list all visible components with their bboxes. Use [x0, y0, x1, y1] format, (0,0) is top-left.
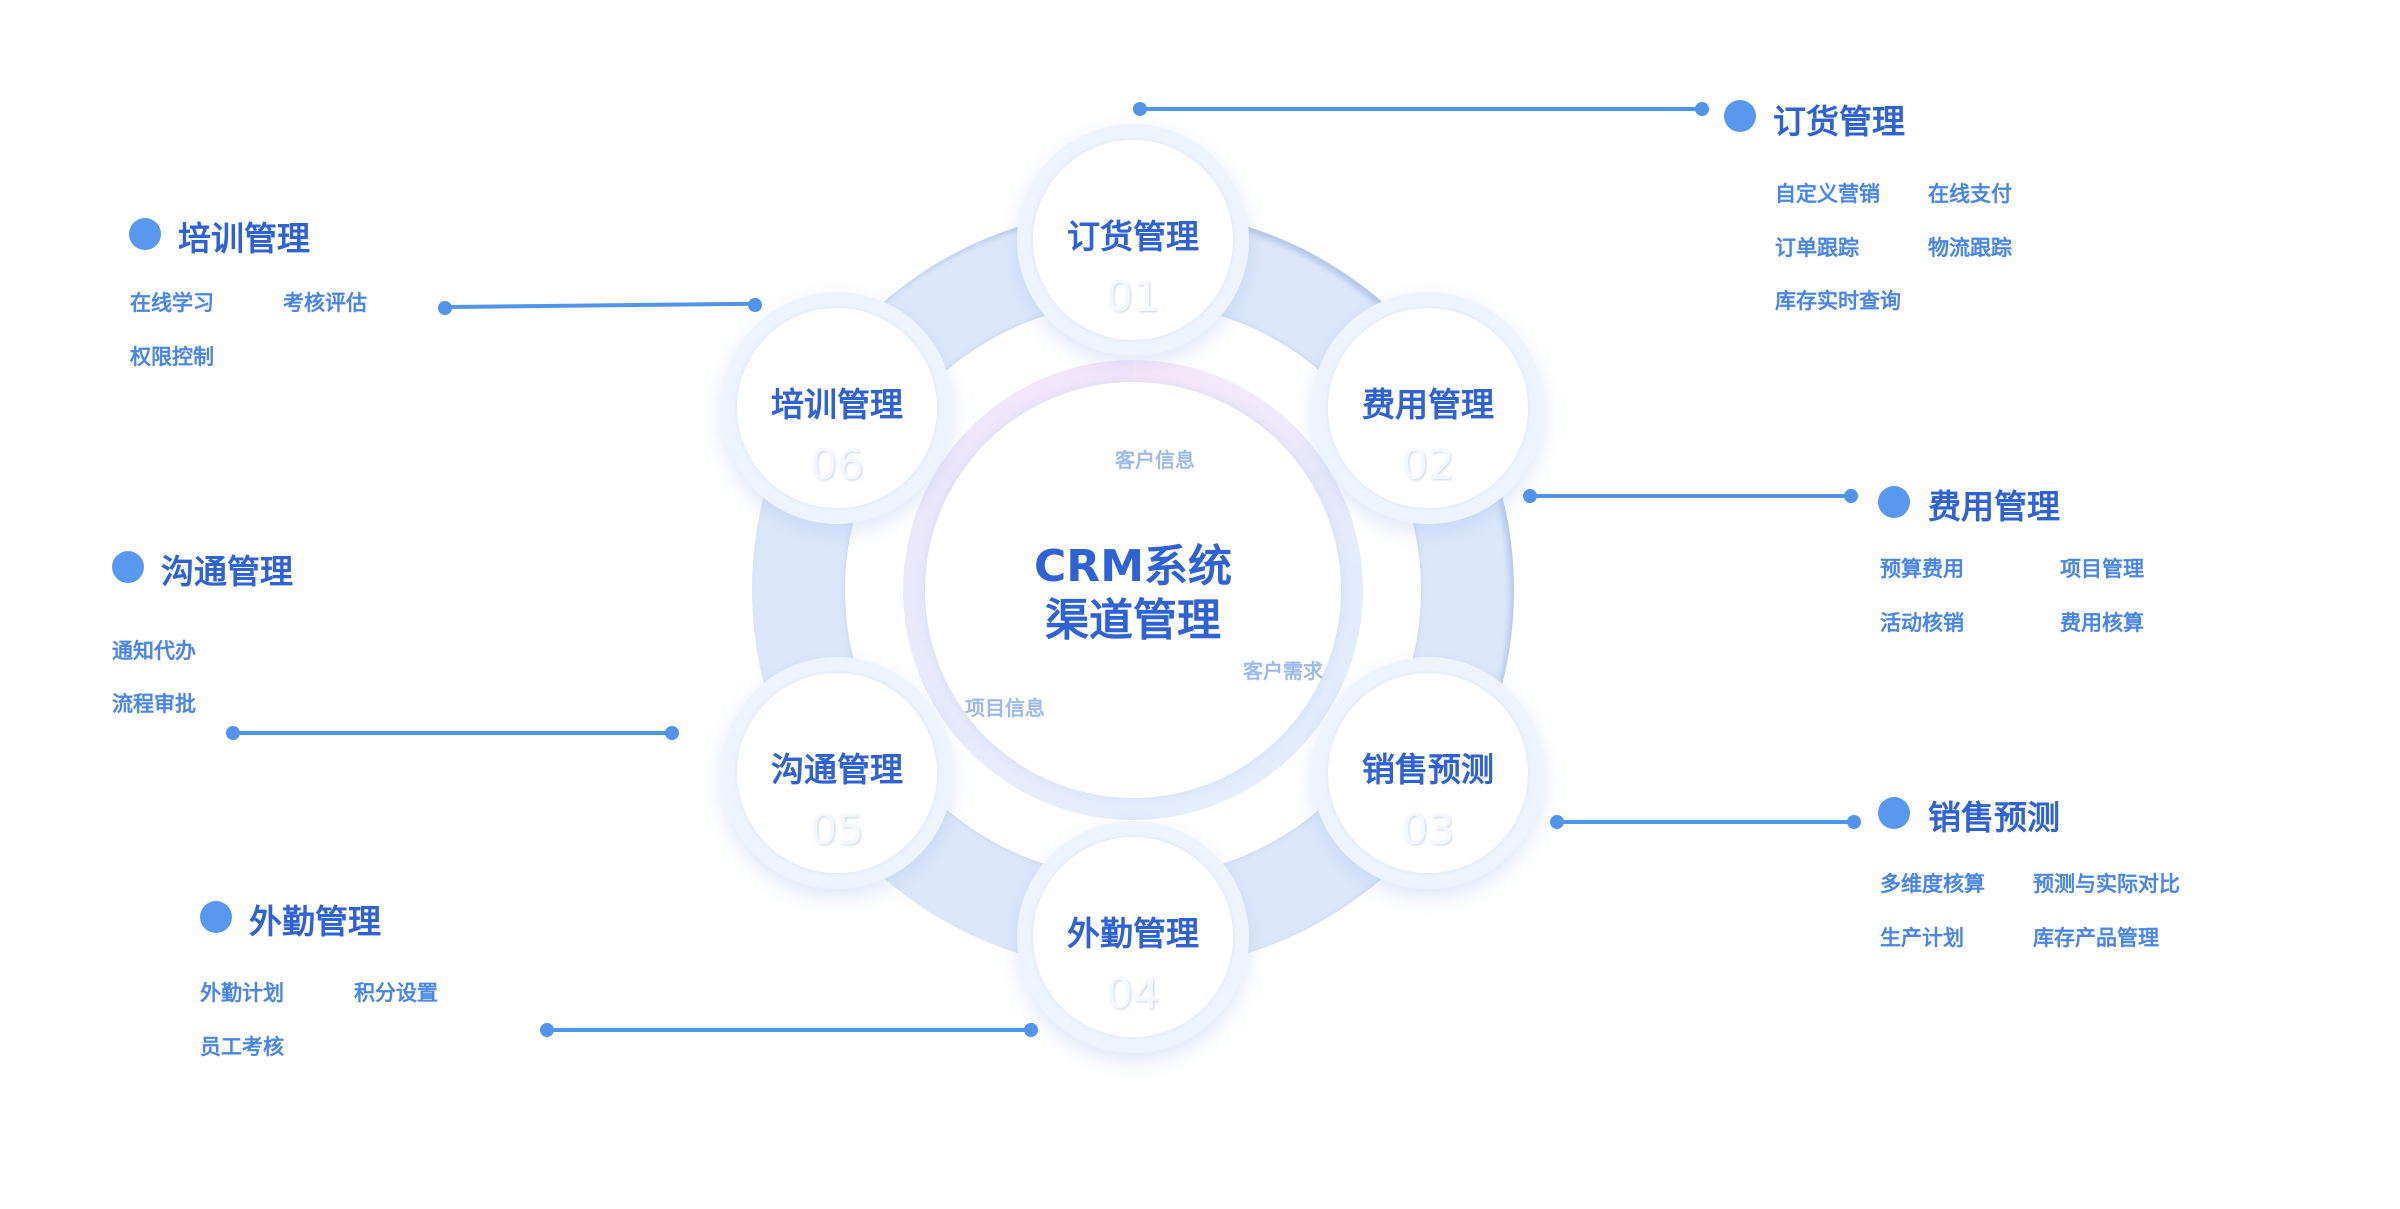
expense-item[interactable]: 费用核算 [2060, 611, 2144, 635]
node-number: 06 [810, 440, 864, 489]
ordering-item[interactable]: 物流跟踪 [1928, 236, 2012, 260]
node-face: 沟通管理 05 [737, 673, 937, 873]
ordering-item[interactable]: 库存实时查询 [1775, 289, 1901, 313]
training-title: 培训管理 [178, 219, 310, 258]
forecast-title: 销售预测 [1928, 798, 2060, 837]
node-field[interactable]: 外勤管理 04 [1017, 821, 1249, 1053]
node-number: 05 [810, 805, 864, 854]
node-number: 04 [1106, 969, 1160, 1018]
ordering-item[interactable]: 订单跟踪 [1775, 236, 1859, 260]
node-ordering[interactable]: 订货管理 01 [1017, 124, 1249, 356]
bullet-icon [200, 901, 232, 933]
connector-communication [233, 731, 672, 735]
tag-project-info: 项目信息 [965, 696, 1045, 720]
bullet-icon [1724, 100, 1756, 132]
connector-forecast [1557, 820, 1854, 824]
communication-item[interactable]: 通知代办 [112, 639, 196, 663]
center-title-line2: 渠道管理 [1045, 595, 1221, 646]
center-circle [925, 382, 1341, 798]
connector-endpoint [1133, 102, 1147, 116]
node-label: 订货管理 [1067, 217, 1199, 256]
node-face: 费用管理 02 [1328, 308, 1528, 508]
forecast-item[interactable]: 库存产品管理 [2033, 926, 2159, 950]
node-number: 02 [1401, 440, 1455, 489]
node-face: 外勤管理 04 [1033, 837, 1233, 1037]
connector-endpoint [1550, 815, 1564, 829]
node-label: 费用管理 [1362, 385, 1494, 424]
connector-endpoint [1024, 1023, 1038, 1037]
bullet-icon [112, 551, 144, 583]
connector-endpoint [748, 298, 762, 312]
field-item[interactable]: 外勤计划 [200, 981, 284, 1005]
expense-item[interactable]: 项目管理 [2060, 557, 2144, 581]
node-face: 培训管理 06 [737, 308, 937, 508]
node-label: 沟通管理 [771, 750, 903, 789]
communication-item[interactable]: 流程审批 [112, 692, 196, 716]
field-item[interactable]: 积分设置 [354, 981, 438, 1005]
node-label: 外勤管理 [1067, 914, 1199, 953]
forecast-item[interactable]: 预测与实际对比 [2033, 872, 2180, 896]
node-label: 培训管理 [771, 385, 903, 424]
node-number: 01 [1106, 272, 1160, 321]
field-item[interactable]: 员工考核 [200, 1035, 284, 1059]
bullet-icon [1878, 486, 1910, 518]
node-face: 订货管理 01 [1033, 140, 1233, 340]
center-title-line1: CRM系统 [1034, 541, 1232, 592]
training-item[interactable]: 权限控制 [130, 345, 214, 369]
connector-endpoint [1844, 489, 1858, 503]
connector-endpoint [226, 726, 240, 740]
communication-title: 沟通管理 [161, 552, 293, 591]
connector-endpoint [540, 1023, 554, 1037]
connector-endpoint [665, 726, 679, 740]
connector-endpoint [1523, 489, 1537, 503]
connector-ordering [1140, 107, 1702, 111]
training-item[interactable]: 在线学习 [130, 291, 214, 315]
bullet-icon [1878, 797, 1910, 829]
tag-customer-needs: 客户需求 [1243, 659, 1323, 683]
node-number: 03 [1401, 805, 1455, 854]
field-title: 外勤管理 [249, 902, 381, 941]
node-forecast[interactable]: 销售预测 03 [1312, 657, 1544, 889]
expense-item[interactable]: 活动核销 [1880, 611, 1964, 635]
expense-title: 费用管理 [1928, 487, 2060, 526]
connector-expense [1530, 494, 1851, 498]
node-training[interactable]: 培训管理 06 [721, 292, 953, 524]
ordering-item[interactable]: 在线支付 [1928, 182, 2012, 206]
center-title: CRM系统 渠道管理 [933, 540, 1333, 648]
forecast-item[interactable]: 生产计划 [1880, 926, 1964, 950]
training-item[interactable]: 考核评估 [283, 291, 367, 315]
node-face: 销售预测 03 [1328, 673, 1528, 873]
connector-training [444, 301, 756, 309]
connector-endpoint [1847, 815, 1861, 829]
bullet-icon [129, 218, 161, 250]
node-label: 销售预测 [1362, 750, 1494, 789]
tag-customer-info: 客户信息 [1115, 448, 1195, 472]
node-communication[interactable]: 沟通管理 05 [721, 657, 953, 889]
node-expense[interactable]: 费用管理 02 [1312, 292, 1544, 524]
connector-endpoint [1695, 102, 1709, 116]
forecast-item[interactable]: 多维度核算 [1880, 872, 1985, 896]
expense-item[interactable]: 预算费用 [1880, 557, 1964, 581]
connector-field [547, 1028, 1031, 1032]
connector-endpoint [438, 301, 452, 315]
ordering-title: 订货管理 [1773, 102, 1905, 141]
ordering-item[interactable]: 自定义营销 [1775, 182, 1880, 206]
